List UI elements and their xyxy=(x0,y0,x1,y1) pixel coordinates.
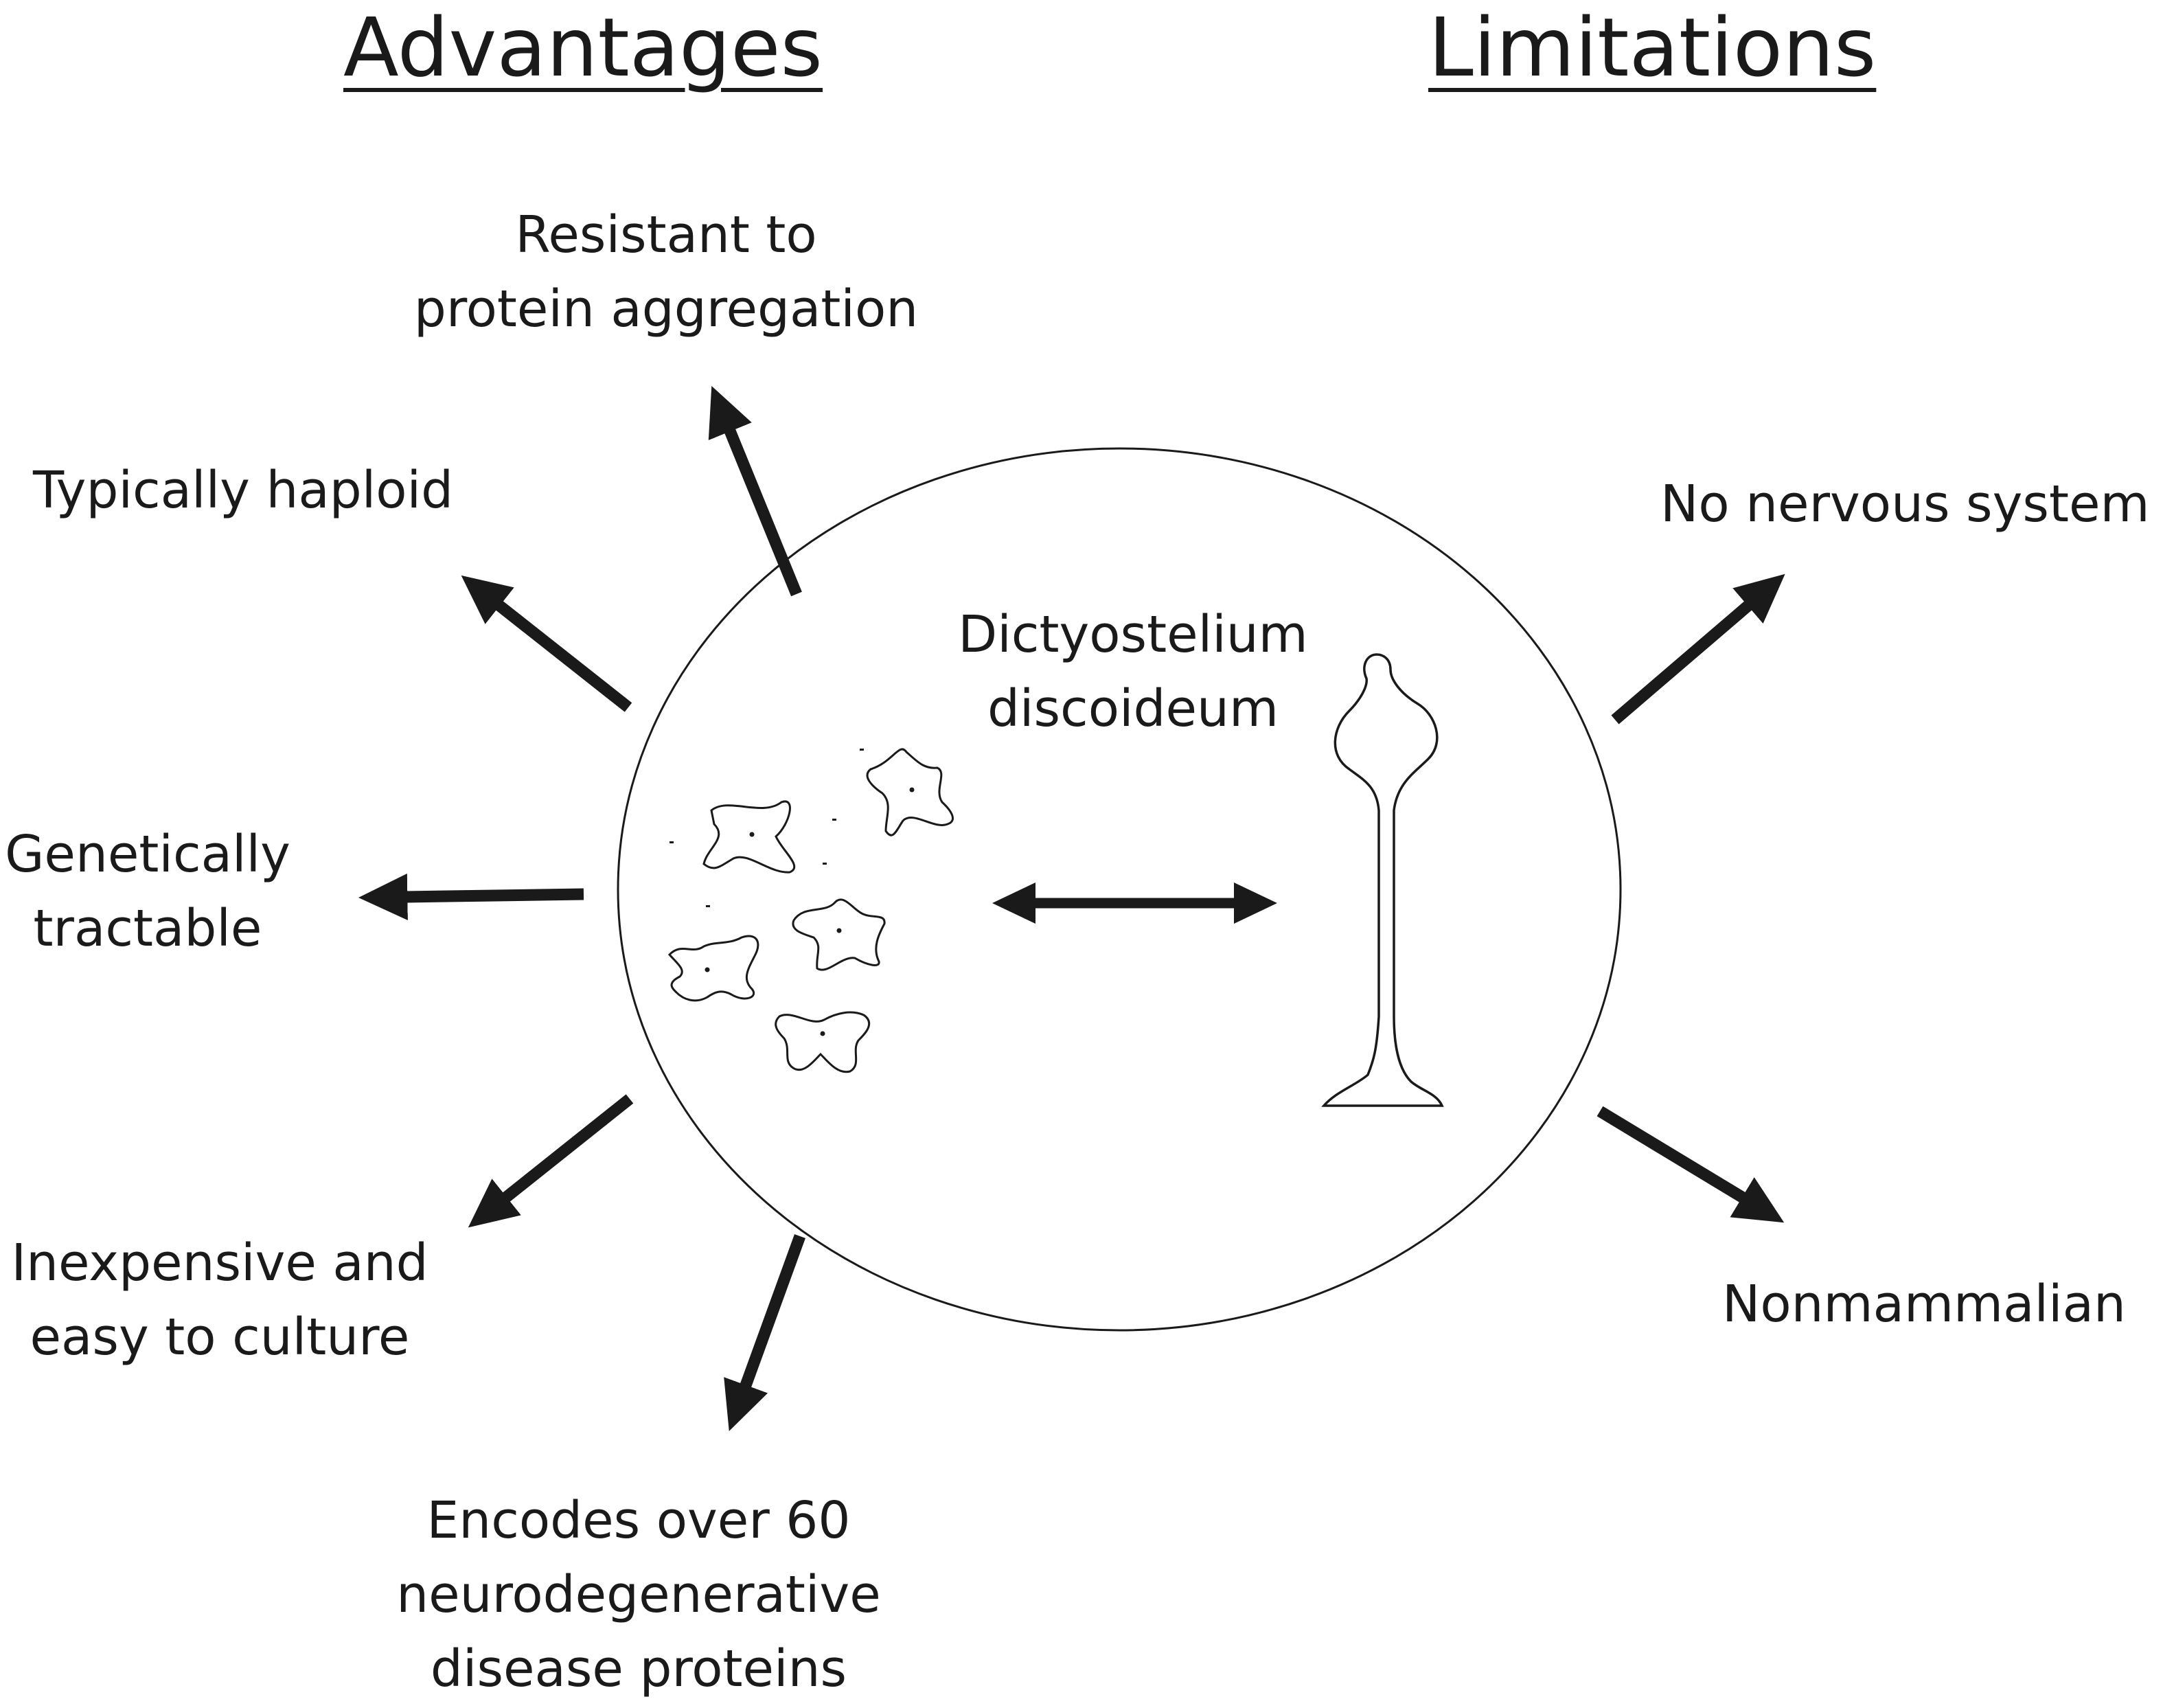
label-encodes: Encodes over 60 neurodegenerative diseas… xyxy=(364,1483,913,1706)
label-genetic: Genetically tractable xyxy=(0,817,295,966)
organism-label-line1: Dictyostelium xyxy=(958,605,1308,664)
label-resistant-line1: Resistant to xyxy=(515,205,817,264)
amoeba-cell-4 xyxy=(667,935,759,1002)
arrow-inexpensive xyxy=(468,1094,634,1228)
advantage-arrows xyxy=(358,386,805,1431)
heading-limitations: Limitations xyxy=(1428,0,1877,95)
arrow-resistant xyxy=(708,386,802,597)
amoeba-cell-3 xyxy=(792,898,886,971)
organism-label-line2: discoideum xyxy=(987,679,1279,738)
heading-advantages: Advantages xyxy=(343,0,823,95)
label-haploid: Typically haploid xyxy=(33,453,453,527)
arrow-nonmammalian xyxy=(1596,1106,1785,1223)
label-nervous: No nervous system xyxy=(1660,467,2150,541)
label-encodes-line3: disease proteins xyxy=(430,1639,847,1698)
label-inexpensive-line1: Inexpensive and xyxy=(11,1233,428,1293)
amoeba-cell-1 xyxy=(702,800,796,874)
label-encodes-line2: neurodegenerative xyxy=(396,1565,881,1624)
amoeba-cell-5 xyxy=(775,1011,871,1073)
label-genetic-line2: tractable xyxy=(33,899,262,958)
label-resistant: Resistant to protein aggregation xyxy=(371,198,961,346)
label-resistant-line2: protein aggregation xyxy=(413,280,919,339)
organism-ellipse xyxy=(617,447,1622,1332)
arrow-encodes xyxy=(724,1234,805,1431)
organism-label: Dictyostelium discoideum xyxy=(906,597,1360,746)
label-nonmammalian: Nonmammalian xyxy=(1722,1267,2126,1341)
label-inexpensive-line2: easy to culture xyxy=(30,1308,410,1367)
label-inexpensive: Inexpensive and easy to culture xyxy=(0,1226,439,1374)
amoeba-cell-2 xyxy=(866,748,954,836)
cell-specks xyxy=(670,749,915,1036)
label-nonmammalian-line1: Nonmammalian xyxy=(1722,1275,2126,1334)
limitation-arrows xyxy=(1596,573,1785,1223)
arrow-haploid xyxy=(461,575,632,712)
label-nervous-line1: No nervous system xyxy=(1660,475,2150,534)
label-haploid-line1: Typically haploid xyxy=(33,461,454,520)
fruiting-body xyxy=(1321,653,1444,1107)
arrow-nervous xyxy=(1611,573,1785,725)
label-encodes-line1: Encodes over 60 xyxy=(426,1491,851,1550)
amoeba-cells xyxy=(667,748,954,1073)
arrow-genetic xyxy=(358,873,584,920)
label-genetic-line1: Genetically xyxy=(5,825,290,884)
